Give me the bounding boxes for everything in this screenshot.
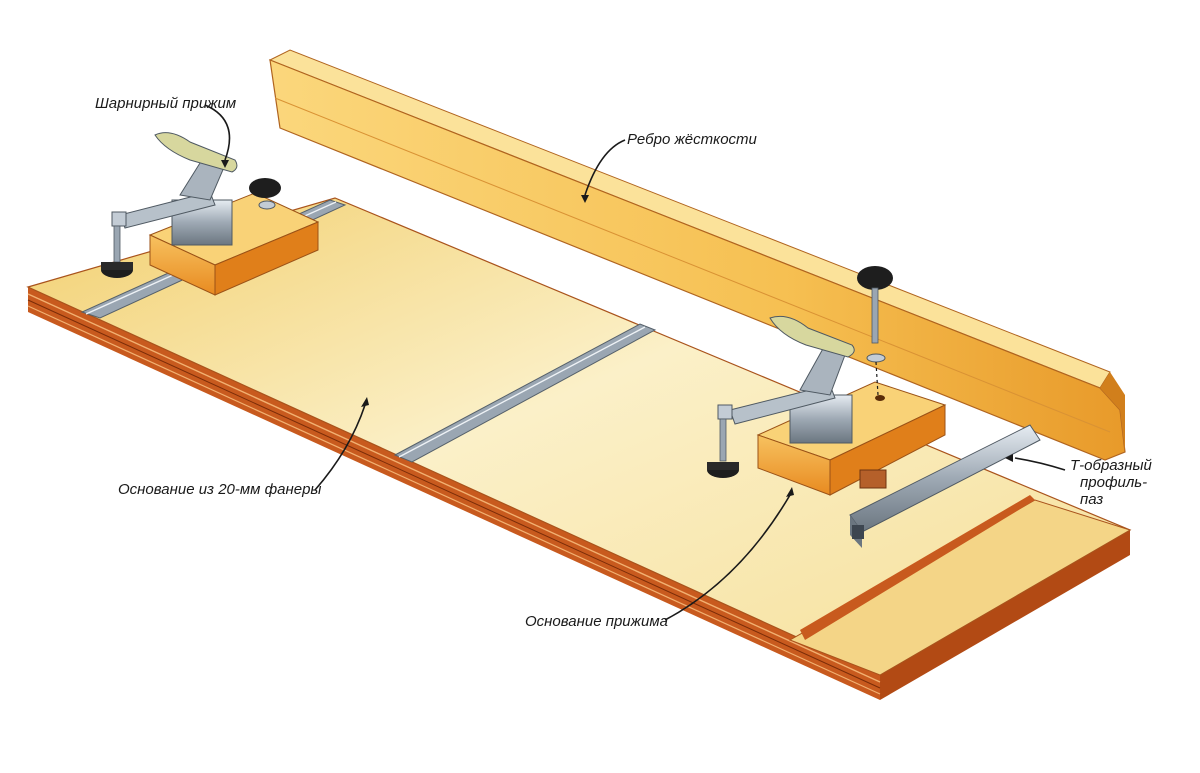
leader-t-slot	[1014, 457, 1066, 471]
label-clamp-base: Основание прижима	[525, 613, 668, 630]
label-t-slot-1: Т-образный	[1070, 457, 1153, 474]
label-t-slot-3: паз	[1080, 491, 1103, 508]
base-right-edge	[880, 530, 1130, 700]
right-hinge-clamp	[707, 266, 893, 478]
leader-hinge-clamp	[204, 104, 231, 161]
label-t-slot-2: профиль-	[1080, 474, 1147, 491]
label-base-plywood: Основание из 20-мм фанеры	[118, 481, 321, 498]
lower-strip	[788, 495, 1132, 676]
plywood-base	[26, 197, 1132, 700]
leader-stiffener	[584, 139, 626, 196]
stiffener-rib	[268, 49, 1126, 461]
slot-2	[393, 323, 657, 463]
t-slot-profile	[849, 424, 1041, 548]
leader-clamp-base	[664, 494, 791, 621]
label-stiffener: Ребро жёсткости	[627, 131, 758, 148]
leader-base	[314, 404, 366, 491]
label-hinge-clamp: Шарнирный прижим	[95, 95, 236, 112]
left-clamp-block	[148, 192, 320, 296]
leaders	[204, 104, 1066, 621]
left-hinge-clamp	[101, 132, 281, 278]
